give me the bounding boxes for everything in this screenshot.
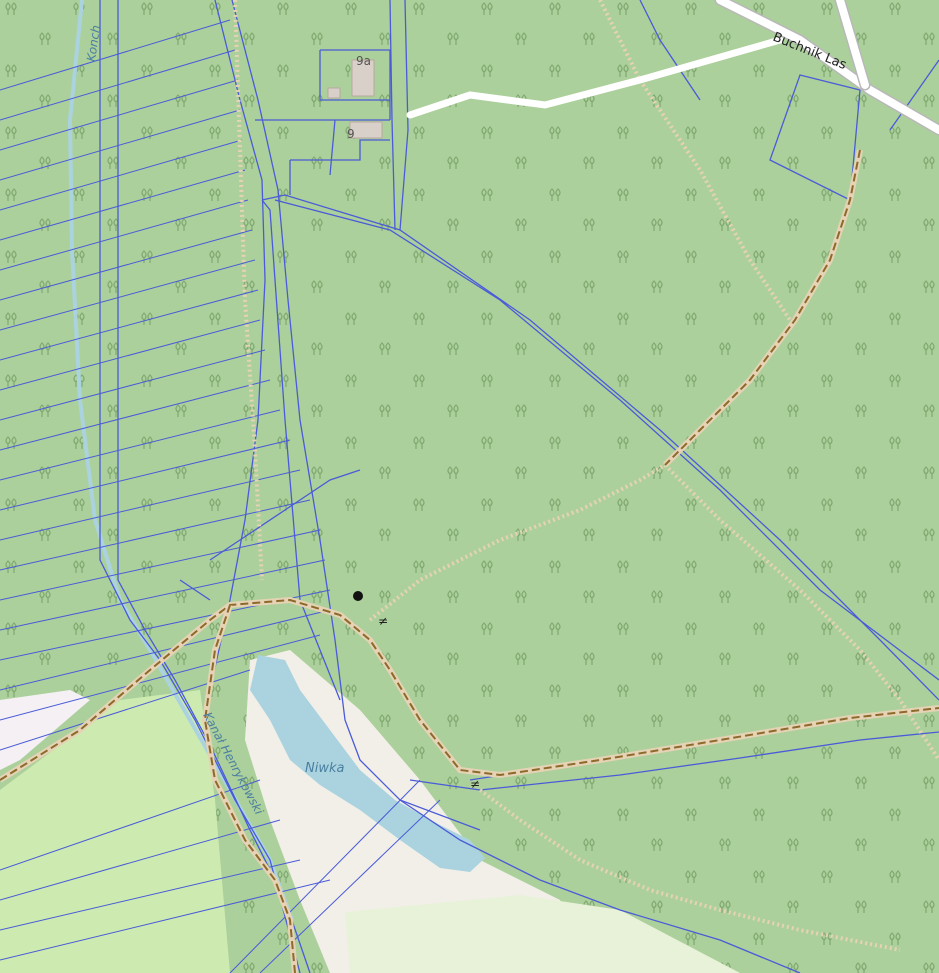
residential-area [0,690,90,770]
canal-label-konch: Konch [84,24,103,62]
lake-label-niwka: Niwka [305,761,344,776]
marker-point-icon[interactable] [353,591,363,601]
meadow-area [0,690,230,973]
bridge-icon: ≠ [378,614,388,628]
cadastral-hatch-lines [0,19,441,973]
footways [233,0,939,952]
building[interactable] [349,121,383,139]
roads [406,0,939,136]
bridge-icon: ≠ [470,777,480,791]
building[interactable] [327,87,341,99]
sand-area [245,650,600,973]
building[interactable] [351,59,375,97]
meadow-area-south [345,895,740,973]
cadastral-boundaries [99,0,939,973]
house-number-9: 9 [347,127,355,141]
tracks [0,149,939,973]
house-number-9a: 9a [356,54,371,68]
